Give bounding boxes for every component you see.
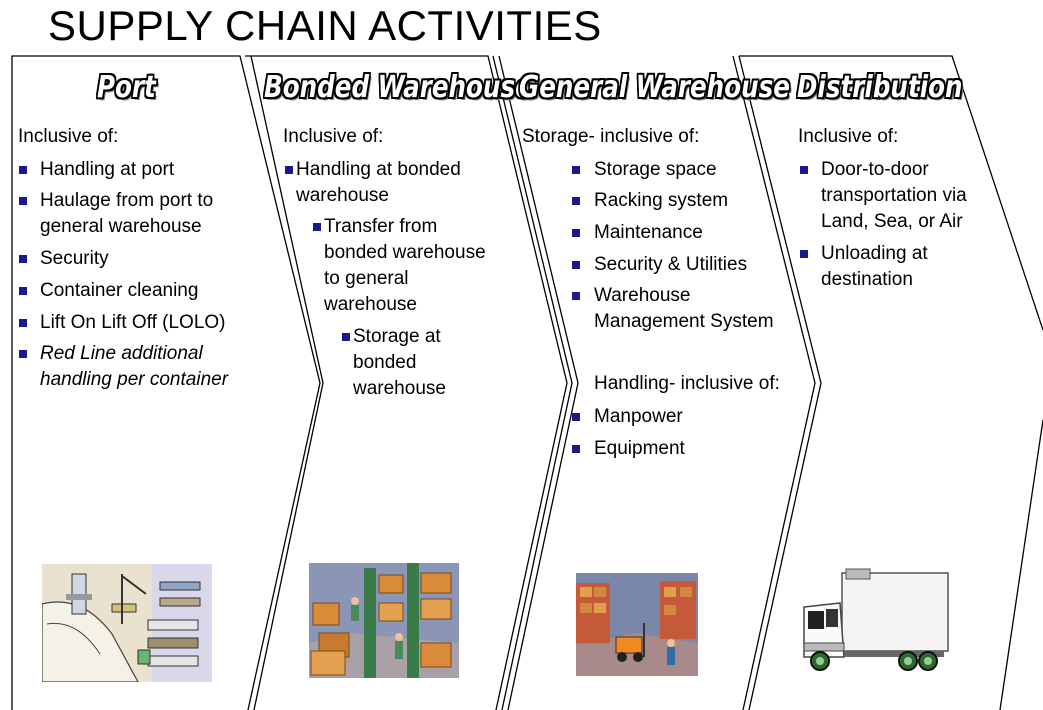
list-item: Handling at port (40, 159, 175, 180)
heading-distribution: Distribution (797, 70, 963, 105)
list-item: Management System (594, 311, 774, 332)
bullet-icon (572, 445, 580, 453)
bullet-icon (572, 261, 580, 269)
list-item: warehouse (296, 185, 389, 206)
warehouse-workers-clipart (309, 563, 459, 678)
list-item: Maintenance (594, 222, 703, 243)
chevron-general-warehouse (492, 55, 573, 710)
bullet-icon (313, 223, 321, 231)
list-item: warehouse (324, 294, 417, 315)
list-item: Transfer from (324, 216, 438, 237)
bullet-icon (800, 166, 808, 174)
forklift-clipart (576, 573, 698, 676)
list-item: Haulage from port to (40, 190, 214, 211)
bullet-icon (285, 166, 293, 174)
bullet-icon (19, 255, 27, 263)
list-item: Door-to-door (821, 159, 929, 180)
list-item: bonded warehouse (324, 242, 486, 263)
list-item: Red Line additional (40, 343, 203, 364)
list-item: to general (324, 268, 409, 289)
port-intro: Inclusive of: (18, 126, 119, 147)
list-item: transportation via (821, 185, 967, 206)
general-handling-intro: Handling- inclusive of: (594, 373, 780, 394)
port-clipart (42, 564, 212, 682)
bullet-icon (19, 166, 27, 174)
bullet-icon (572, 197, 580, 205)
truck-clipart (803, 568, 949, 671)
list-item: bonded (353, 352, 417, 373)
list-item: Manpower (594, 406, 683, 427)
bullet-icon (800, 250, 808, 258)
list-item: Storage at (353, 326, 441, 347)
bullet-icon (19, 350, 27, 358)
page-title: SUPPLY CHAIN ACTIVITIES (48, 2, 602, 49)
distribution-intro: Inclusive of: (798, 126, 899, 147)
bonded-intro: Inclusive of: (283, 126, 384, 147)
list-item: Handling at bonded (296, 159, 461, 180)
list-item: warehouse (353, 378, 446, 399)
list-item: handling per container (40, 369, 229, 390)
bullet-icon (342, 333, 350, 341)
bullet-icon (572, 166, 580, 174)
list-item: Security (40, 248, 109, 269)
chevron-bonded-warehouse (245, 55, 568, 710)
list-item: Lift On Lift Off (LOLO) (40, 312, 226, 333)
bullet-icon (572, 413, 580, 421)
list-item: Racking system (594, 190, 729, 211)
list-item: Security & Utilities (594, 254, 748, 275)
chevron-port (11, 55, 321, 710)
list-item: Land, Sea, or Air (821, 211, 963, 232)
general-storage-intro: Storage- inclusive of: (522, 126, 700, 147)
list-item: general warehouse (40, 216, 202, 237)
bullet-icon (572, 229, 580, 237)
heading-bonded-warehouse: Bonded Warehouse (264, 70, 532, 105)
bullet-icon (572, 292, 580, 300)
bullet-icon (19, 319, 27, 327)
list-item: Unloading at (821, 243, 928, 264)
list-item: Equipment (594, 438, 685, 459)
heading-port: Port (97, 70, 156, 105)
list-item: destination (821, 269, 913, 290)
chevron-distribution (732, 55, 816, 710)
heading-general-warehouse: General Warehouse (519, 70, 790, 105)
bullet-icon (19, 197, 27, 205)
list-item: Warehouse (594, 285, 691, 306)
bullet-icon (19, 287, 27, 295)
list-item: Storage space (594, 159, 717, 180)
list-item: Container cleaning (40, 280, 199, 301)
